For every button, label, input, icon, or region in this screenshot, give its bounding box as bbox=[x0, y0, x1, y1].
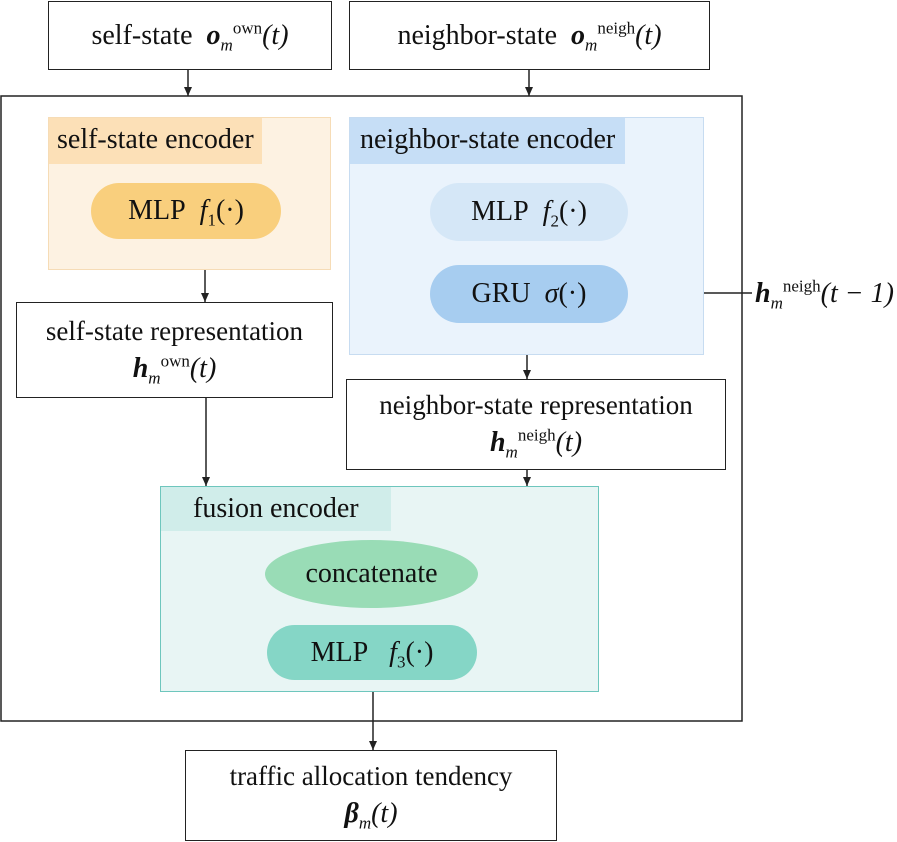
neighbor-state-symbol: o bbox=[571, 19, 586, 51]
fusion-mlp-block: MLP f3(·) bbox=[267, 625, 477, 680]
fusion-encoder-title: fusion encoder bbox=[161, 487, 391, 531]
self-repr-label: self-state representation bbox=[45, 315, 304, 346]
neighbor-state-input-box: neighbor-state omneigh(t) bbox=[349, 1, 710, 70]
self-state-representation-box: self-state representation hmown(t) bbox=[16, 302, 333, 398]
hidden-state-input: hmneigh(t − 1) bbox=[755, 276, 894, 313]
fusion-encoder-panel: fusion encoder concatenate MLP f3(·) bbox=[160, 486, 599, 692]
self-repr-symbol: hmown(t) bbox=[132, 351, 217, 388]
neighbor-repr-symbol: hmneigh(t) bbox=[489, 425, 583, 462]
neighbor-mlp-block: MLP f2(·) bbox=[430, 183, 628, 241]
outer-frame bbox=[0, 95, 743, 722]
neighbor-state-encoder-panel: neighbor-state encoder MLP f2(·) GRU σ(·… bbox=[349, 117, 704, 355]
output-label: traffic allocation tendency bbox=[229, 761, 513, 791]
self-state-label: self-state bbox=[91, 19, 193, 51]
neighbor-state-encoder-title: neighbor-state encoder bbox=[350, 118, 626, 164]
neighbor-state-representation-box: neighbor-state representation hmneigh(t) bbox=[346, 379, 726, 470]
neighbor-gru-block: GRU σ(·) bbox=[430, 265, 628, 323]
self-state-encoder-title: self-state encoder bbox=[49, 118, 262, 164]
self-state-encoder-panel: self-state encoder MLP f1(·) bbox=[48, 117, 331, 270]
neighbor-state-label: neighbor-state bbox=[397, 19, 558, 51]
output-symbol: βm(t) bbox=[344, 798, 398, 833]
self-mlp-block: MLP f1(·) bbox=[91, 183, 281, 239]
self-state-input-box: self-state omown(t) bbox=[48, 1, 332, 70]
neighbor-repr-label: neighbor-state representation bbox=[379, 390, 693, 420]
output-box: traffic allocation tendency βm(t) bbox=[185, 750, 557, 841]
concatenate-block: concatenate bbox=[265, 540, 478, 608]
self-state-symbol: o bbox=[206, 19, 221, 51]
